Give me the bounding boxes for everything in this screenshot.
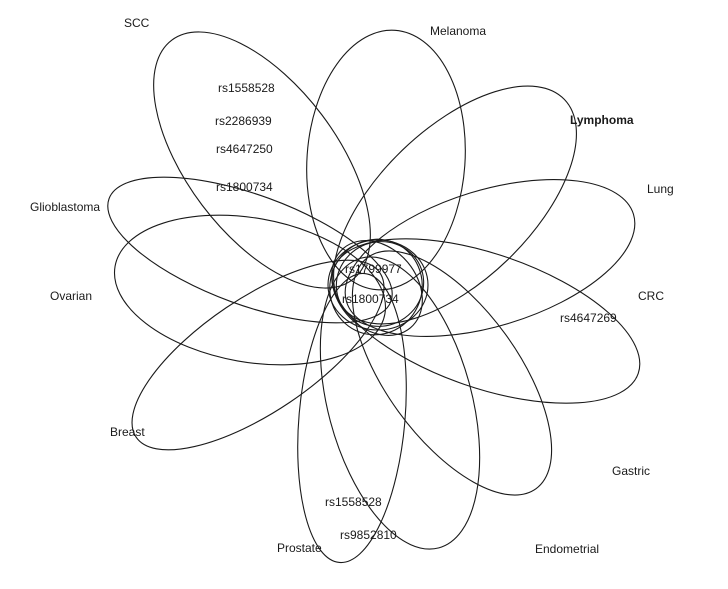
petal-lung (344, 179, 636, 337)
petal-scc (153, 31, 371, 289)
label-prostate: Prostate (277, 541, 322, 555)
label-ovarian: Ovarian (50, 289, 92, 303)
center-ring (329, 238, 423, 336)
snp-crc-1: rs4647269 (560, 311, 617, 325)
petal-ovarian (113, 214, 387, 366)
snp-scc-2: rs2286939 (215, 114, 272, 128)
label-melanoma: Melanoma (430, 24, 486, 38)
set-labels: SCC Melanoma Lymphoma Lung CRC Gastric E… (30, 16, 674, 556)
center-ring (335, 241, 425, 327)
center-ring (331, 240, 423, 336)
snp-prostate-2: rs9852810 (340, 528, 397, 542)
label-gastric: Gastric (612, 464, 650, 478)
label-lymphoma: Lymphoma (570, 113, 634, 127)
snp-scc-1: rs1558528 (218, 81, 275, 95)
center-rings (327, 238, 429, 336)
petal-prostate (297, 272, 407, 564)
snp-scc-4: rs1800734 (216, 180, 273, 194)
petal-breast (131, 259, 385, 451)
petal-endometrial (319, 256, 481, 550)
label-breast: Breast (110, 425, 145, 439)
label-crc: CRC (638, 289, 664, 303)
label-lung: Lung (647, 182, 674, 196)
petal-melanoma (306, 29, 466, 291)
snp-labels: rs1558528 rs2286939 rs4647250 rs1800734 … (215, 81, 617, 542)
snp-core-1: rs1799977 (345, 262, 402, 276)
snp-core-2: rs1800734 (342, 292, 399, 306)
snp-prostate-1: rs1558528 (325, 495, 382, 509)
label-scc: SCC (124, 16, 150, 30)
petals (107, 29, 641, 564)
label-endometrial: Endometrial (535, 542, 599, 556)
petal-glioblastoma (107, 176, 393, 324)
label-glioblastoma: Glioblastoma (30, 200, 100, 214)
snp-scc-3: rs4647250 (216, 142, 273, 156)
center-ring (327, 239, 429, 331)
